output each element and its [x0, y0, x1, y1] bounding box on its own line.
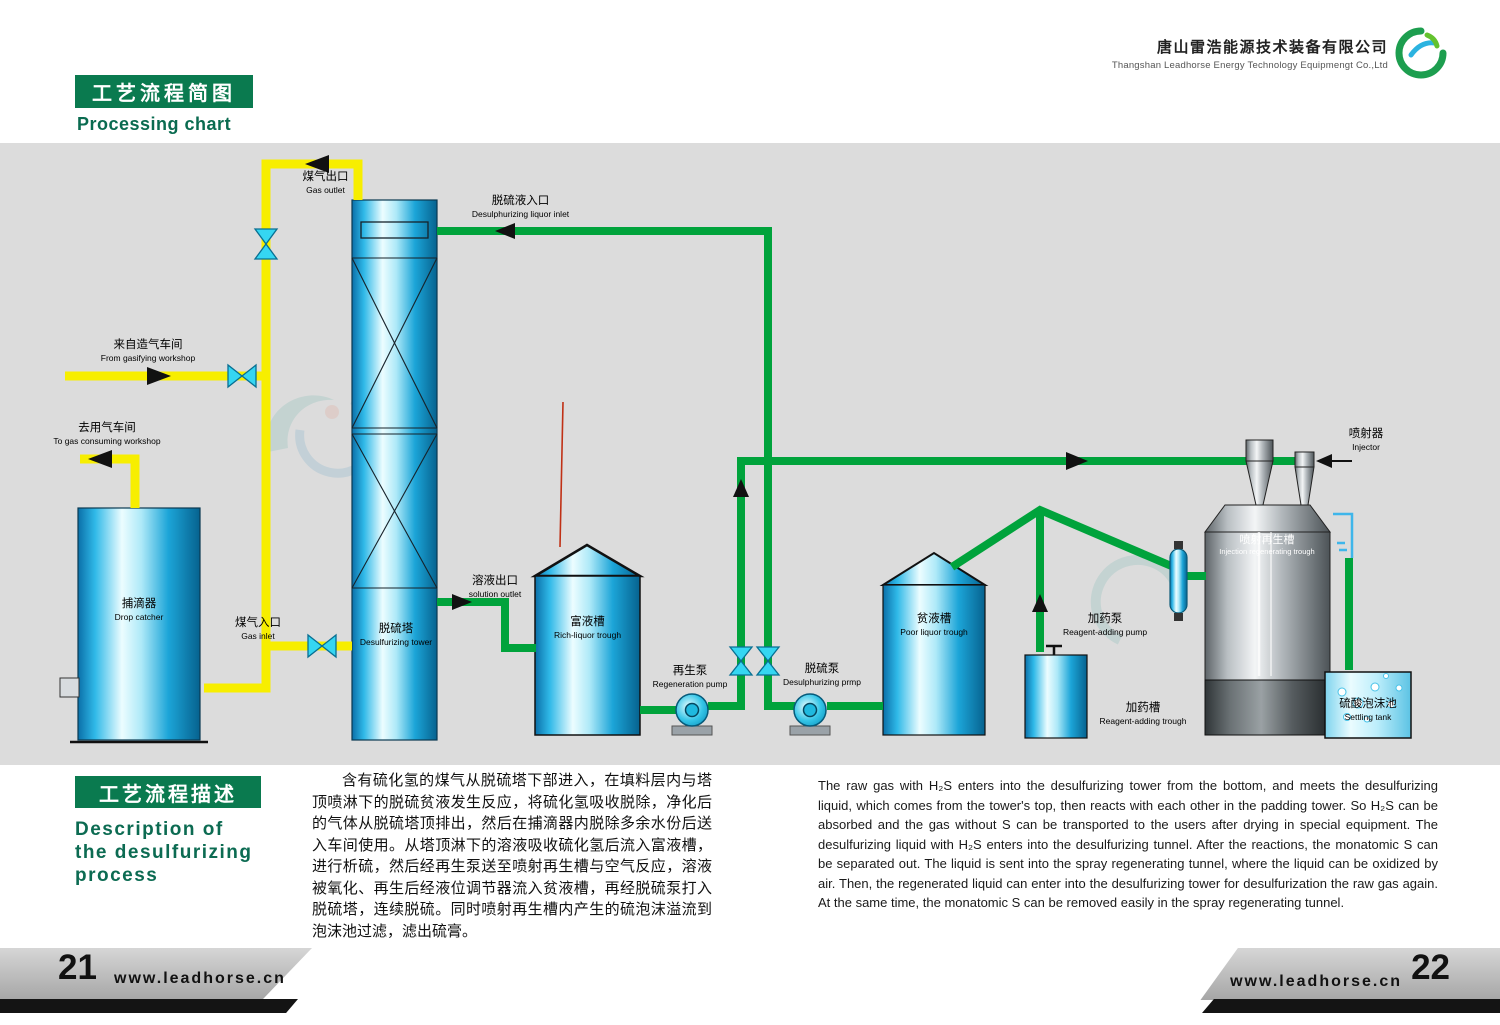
page-title-cn: 工艺流程简图	[92, 83, 236, 105]
company-name-cn: 唐山雷浩能源技术装备有限公司	[1156, 39, 1388, 56]
label-to-gas-consuming-en: To gas consuming workshop	[53, 435, 161, 446]
website-right: www.leadhorse.cn	[1230, 973, 1402, 990]
reagent-adding-trough-vessel	[1024, 644, 1088, 739]
label-poor-trough-en: Poor liquor trough	[900, 626, 968, 637]
label-solution-outlet: 溶液出口 solution outlet	[444, 574, 546, 600]
label-drop-catcher-cn: 捕滴器	[121, 598, 157, 610]
label-drop-catcher: 捕滴器 Drop catcher	[84, 597, 194, 623]
label-reagent-pump-cn: 加药泵	[1087, 613, 1123, 625]
poor-liquor-trough-vessel	[879, 551, 989, 736]
footer-band-left	[0, 948, 312, 1000]
label-desulph-pump-en: Desulphurizing prmp	[783, 676, 861, 687]
label-injection-trough-cn: 喷射再生槽	[1239, 534, 1295, 546]
label-gas-inlet-en: Gas inlet	[241, 630, 275, 641]
label-solution-outlet-en: solution outlet	[468, 588, 522, 599]
label-gas-outlet-cn: 煤气出口	[302, 171, 349, 183]
foam-bubbles	[1337, 673, 1403, 723]
company-info: 唐山雷浩能源技术装备有限公司 Thangshan Leadhorse Energ…	[1112, 36, 1388, 71]
label-regen-pump-cn: 再生泵	[672, 665, 708, 677]
label-liquor-inlet-cn: 脱硫液入口	[491, 195, 550, 207]
label-gas-outlet-en: Gas outlet	[306, 184, 345, 195]
label-poor-trough: 贫液槽 Poor liquor trough	[883, 612, 985, 638]
label-injector-en: Injector	[1352, 441, 1380, 452]
label-rich-trough-en: Rich-liquor trough	[553, 629, 622, 640]
label-reagent-trough-cn: 加药槽	[1125, 702, 1161, 714]
vent-line	[559, 401, 564, 548]
label-rich-trough: 富液槽 Rich-liquor trough	[536, 615, 639, 641]
label-injector: 喷射器 Injector	[1325, 427, 1407, 453]
label-reagent-trough-en: Reagent-adding trough	[1099, 715, 1187, 726]
label-settling-tank-cn: 硫酸泡沫池	[1339, 698, 1397, 710]
label-liquor-inlet: 脱硫液入口 Desulphurizing liquor inlet	[438, 194, 603, 220]
description-title-box: 工艺流程描述	[75, 776, 261, 808]
label-desulph-pump: 脱硫泵 Desulphurizing prmp	[764, 662, 880, 688]
injector-device	[1245, 439, 1315, 506]
desulfurizing-tower-vessel	[351, 199, 438, 741]
label-from-gasifying-cn: 来自造气车间	[113, 339, 183, 351]
description-body-en: The raw gas with H₂S enters into the des…	[818, 778, 1438, 910]
label-reagent-pump: 加药泵 Reagent-adding pump	[1045, 612, 1165, 638]
page-title-en: Processing chart	[77, 114, 232, 134]
label-from-gasifying: 来自造气车间 From gasifying workshop	[75, 338, 221, 364]
label-settling-tank: 硫酸泡沫池 Settling tank	[1321, 697, 1415, 723]
label-tower-cn: 脱硫塔	[378, 623, 414, 635]
label-injector-cn: 喷射器	[1348, 428, 1384, 440]
label-reagent-pump-en: Reagent-adding pump	[1062, 626, 1148, 637]
label-tower: 脱硫塔 Desulfurizing tower	[346, 622, 446, 648]
page-number-right: 22	[1411, 948, 1450, 987]
label-injection-trough-en: Injection regenerating trough	[1219, 547, 1315, 557]
description-body-cn: 含有硫化氢的煤气从脱硫塔下部进入，在填料层内与塔顶喷淋下的脱硫贫液发生反应，将硫…	[312, 772, 712, 940]
label-gas-outlet: 煤气出口 Gas outlet	[278, 170, 373, 196]
label-gas-inlet: 煤气入口 Gas inlet	[212, 616, 304, 642]
description-title-en: Description of the desulfurizing process	[75, 819, 253, 886]
regeneration-pump-symbol	[671, 693, 713, 736]
footer-band-right	[1200, 948, 1500, 1000]
company-name-en: Thangshan Leadhorse Energy Technology Eq…	[1111, 60, 1388, 71]
label-injection-trough: 喷射再生槽 Injection regenerating trough	[1206, 533, 1328, 557]
label-solution-outlet-cn: 溶液出口	[472, 575, 518, 587]
company-logo	[1395, 27, 1447, 79]
drop-catcher-vessel	[59, 507, 208, 744]
label-tower-en: Desulfurizing tower	[359, 636, 433, 647]
desulphurizing-pump-symbol	[789, 693, 831, 736]
settling-tank-vessel	[1324, 671, 1412, 739]
footer-bar-right	[1202, 999, 1500, 1013]
label-from-gasifying-en: From gasifying workshop	[100, 352, 196, 363]
label-reagent-trough: 加药槽 Reagent-adding trough	[1078, 701, 1208, 727]
valves	[227, 228, 781, 676]
label-to-gas-consuming-cn: 去用气车间	[78, 422, 136, 434]
rich-liquor-trough-vessel	[530, 543, 645, 736]
flow-arrows	[88, 155, 1332, 612]
label-settling-tank-en: Settling tank	[1344, 711, 1392, 722]
injection-regenerating-trough-vessel	[1204, 504, 1331, 736]
label-poor-trough-cn: 贫液槽	[916, 613, 952, 625]
description-title-cn: 工艺流程描述	[99, 783, 237, 806]
label-regen-pump-en: Regeneration pump	[652, 678, 728, 689]
label-drop-catcher-en: Drop catcher	[114, 611, 164, 622]
label-rich-trough-cn: 富液槽	[570, 616, 605, 628]
label-regen-pump: 再生泵 Regeneration pump	[634, 664, 746, 690]
label-gas-inlet-cn: 煤气入口	[235, 617, 281, 629]
label-desulph-pump-cn: 脱硫泵	[804, 663, 840, 675]
label-to-gas-consuming: 去用气车间 To gas consuming workshop	[27, 421, 187, 447]
overflow-pipe	[1333, 512, 1354, 558]
footer-bar-left	[0, 999, 298, 1013]
label-liquor-inlet-en: Desulphurizing liquor inlet	[471, 208, 570, 219]
website-left: www.leadhorse.cn	[114, 970, 286, 987]
page-number-left: 21	[58, 948, 97, 987]
page-title-box: 工艺流程简图	[75, 75, 253, 108]
level-regulator	[1169, 541, 1188, 621]
